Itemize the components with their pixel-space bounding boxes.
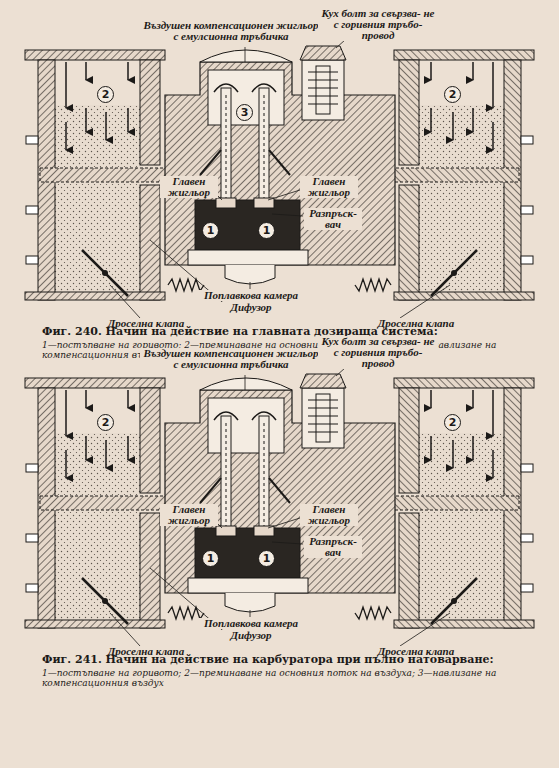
figure-caption: Фиг. 240. Начин на действие на главната … [42, 326, 542, 338]
callout-number: 2 [97, 414, 114, 431]
part-label: Дифузор [205, 630, 297, 641]
callout-number: 1 [258, 222, 275, 239]
part-label: Разпръск- вач [304, 536, 362, 558]
part-label: Дифузор [205, 302, 297, 313]
carburetor-figure [25, 40, 534, 318]
callout-number: 1 [202, 222, 219, 239]
callout-number: 2 [97, 86, 114, 103]
caption-legend: 1—постъпване на горивото; 2—преминаване … [42, 668, 547, 688]
part-label: Главен жигльор [300, 176, 358, 198]
part-label: Въздушен компенсационен жигльор с емулси… [140, 20, 322, 42]
callout-number: 3 [236, 104, 253, 121]
part-label: Главен жигльор [160, 504, 218, 526]
carburetor-figure [25, 368, 534, 646]
callout-number: 1 [202, 550, 219, 567]
callout-number: 2 [444, 86, 461, 103]
callout-number: 1 [258, 550, 275, 567]
part-label: Разпръск- вач [304, 208, 362, 230]
callout-number: 2 [444, 414, 461, 431]
part-label: Главен жигльор [160, 176, 218, 198]
part-label: Главен жигльор [300, 504, 358, 526]
part-label: Кух болт за свързва- не с горивния тръбо… [318, 336, 438, 369]
figure-caption: Фиг. 241. Начин на действие на карбурато… [42, 654, 542, 666]
part-label: Поплавкова камера [195, 618, 307, 629]
part-label: Кух болт за свързва- не с горивния тръбо… [318, 8, 438, 41]
part-label: Поплавкова камера [195, 290, 307, 301]
part-label: Въздушен компенсационен жигльор с емулси… [140, 348, 322, 370]
